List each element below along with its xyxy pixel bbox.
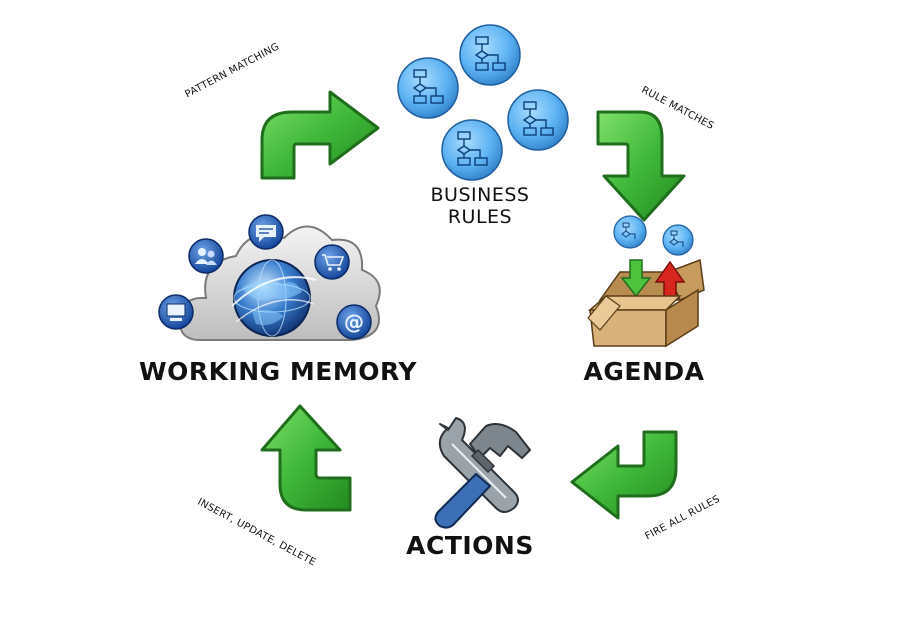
flowchart-icon — [397, 57, 459, 119]
business-rules-bubbles — [397, 24, 569, 181]
arrow-fire-all-rules — [570, 430, 678, 520]
wrench-icon — [438, 417, 519, 513]
flowchart-icon — [441, 119, 503, 181]
flowchart-icon — [507, 89, 569, 151]
working-memory-label: WORKING MEMORY — [139, 357, 417, 386]
working-memory-cloud: @ — [158, 214, 381, 341]
arrow-insert-update-delete — [260, 404, 352, 512]
cart-icon — [314, 244, 350, 280]
computer-icon — [158, 294, 194, 330]
flowchart-icon — [459, 24, 521, 86]
at-sign-icon: @ — [336, 304, 372, 340]
actions-label: ACTIONS — [406, 531, 534, 560]
users-icon — [188, 238, 224, 274]
globe-icon — [231, 259, 317, 337]
chat-icon — [248, 214, 284, 250]
agenda-label: AGENDA — [583, 357, 705, 386]
agenda-box — [587, 215, 705, 348]
actions-tools — [434, 417, 531, 529]
business-rules-label-line1: BUSINESS — [430, 184, 530, 206]
hammer-icon — [434, 423, 531, 529]
svg-text:@: @ — [344, 310, 364, 334]
business-rules-label-line2: RULES — [447, 206, 513, 228]
flowchart-icon — [613, 215, 647, 249]
business-rules-label: BUSINESS RULES — [410, 184, 550, 228]
arrow-pattern-matching — [260, 90, 380, 180]
flowchart-icon — [662, 224, 694, 256]
arrow-rule-matches — [596, 110, 686, 222]
